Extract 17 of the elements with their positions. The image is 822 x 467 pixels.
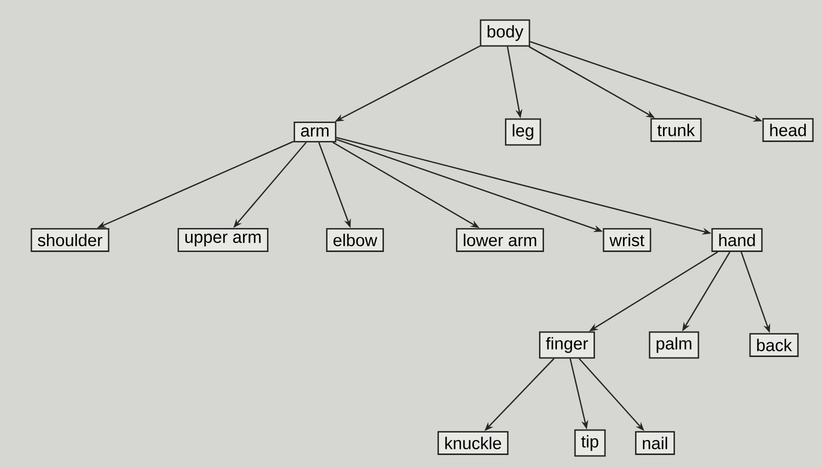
tree-node-box: tip bbox=[574, 429, 606, 457]
tree-node-box: hand bbox=[711, 228, 763, 252]
tree-node-box: nail bbox=[635, 431, 675, 455]
tree-node-box: palm bbox=[648, 331, 700, 359]
tree-node-box: head bbox=[762, 118, 814, 142]
tree-node-box: leg bbox=[504, 118, 542, 146]
tree-node-box: shoulder bbox=[30, 228, 110, 252]
tree-node-box: elbow bbox=[326, 228, 384, 252]
tree-node-box: trunk bbox=[650, 118, 702, 142]
tree-node-box: finger bbox=[539, 331, 595, 359]
tree-node-box: body bbox=[480, 19, 530, 47]
tree-node-box: arm bbox=[294, 122, 336, 142]
tree-node-box: wrist bbox=[602, 228, 652, 252]
tree-node-box: lower arm bbox=[456, 228, 544, 252]
tree-node-box: upper arm bbox=[178, 228, 268, 252]
tree-node-box: knuckle bbox=[437, 431, 509, 455]
tree-node-box: back bbox=[749, 333, 799, 357]
